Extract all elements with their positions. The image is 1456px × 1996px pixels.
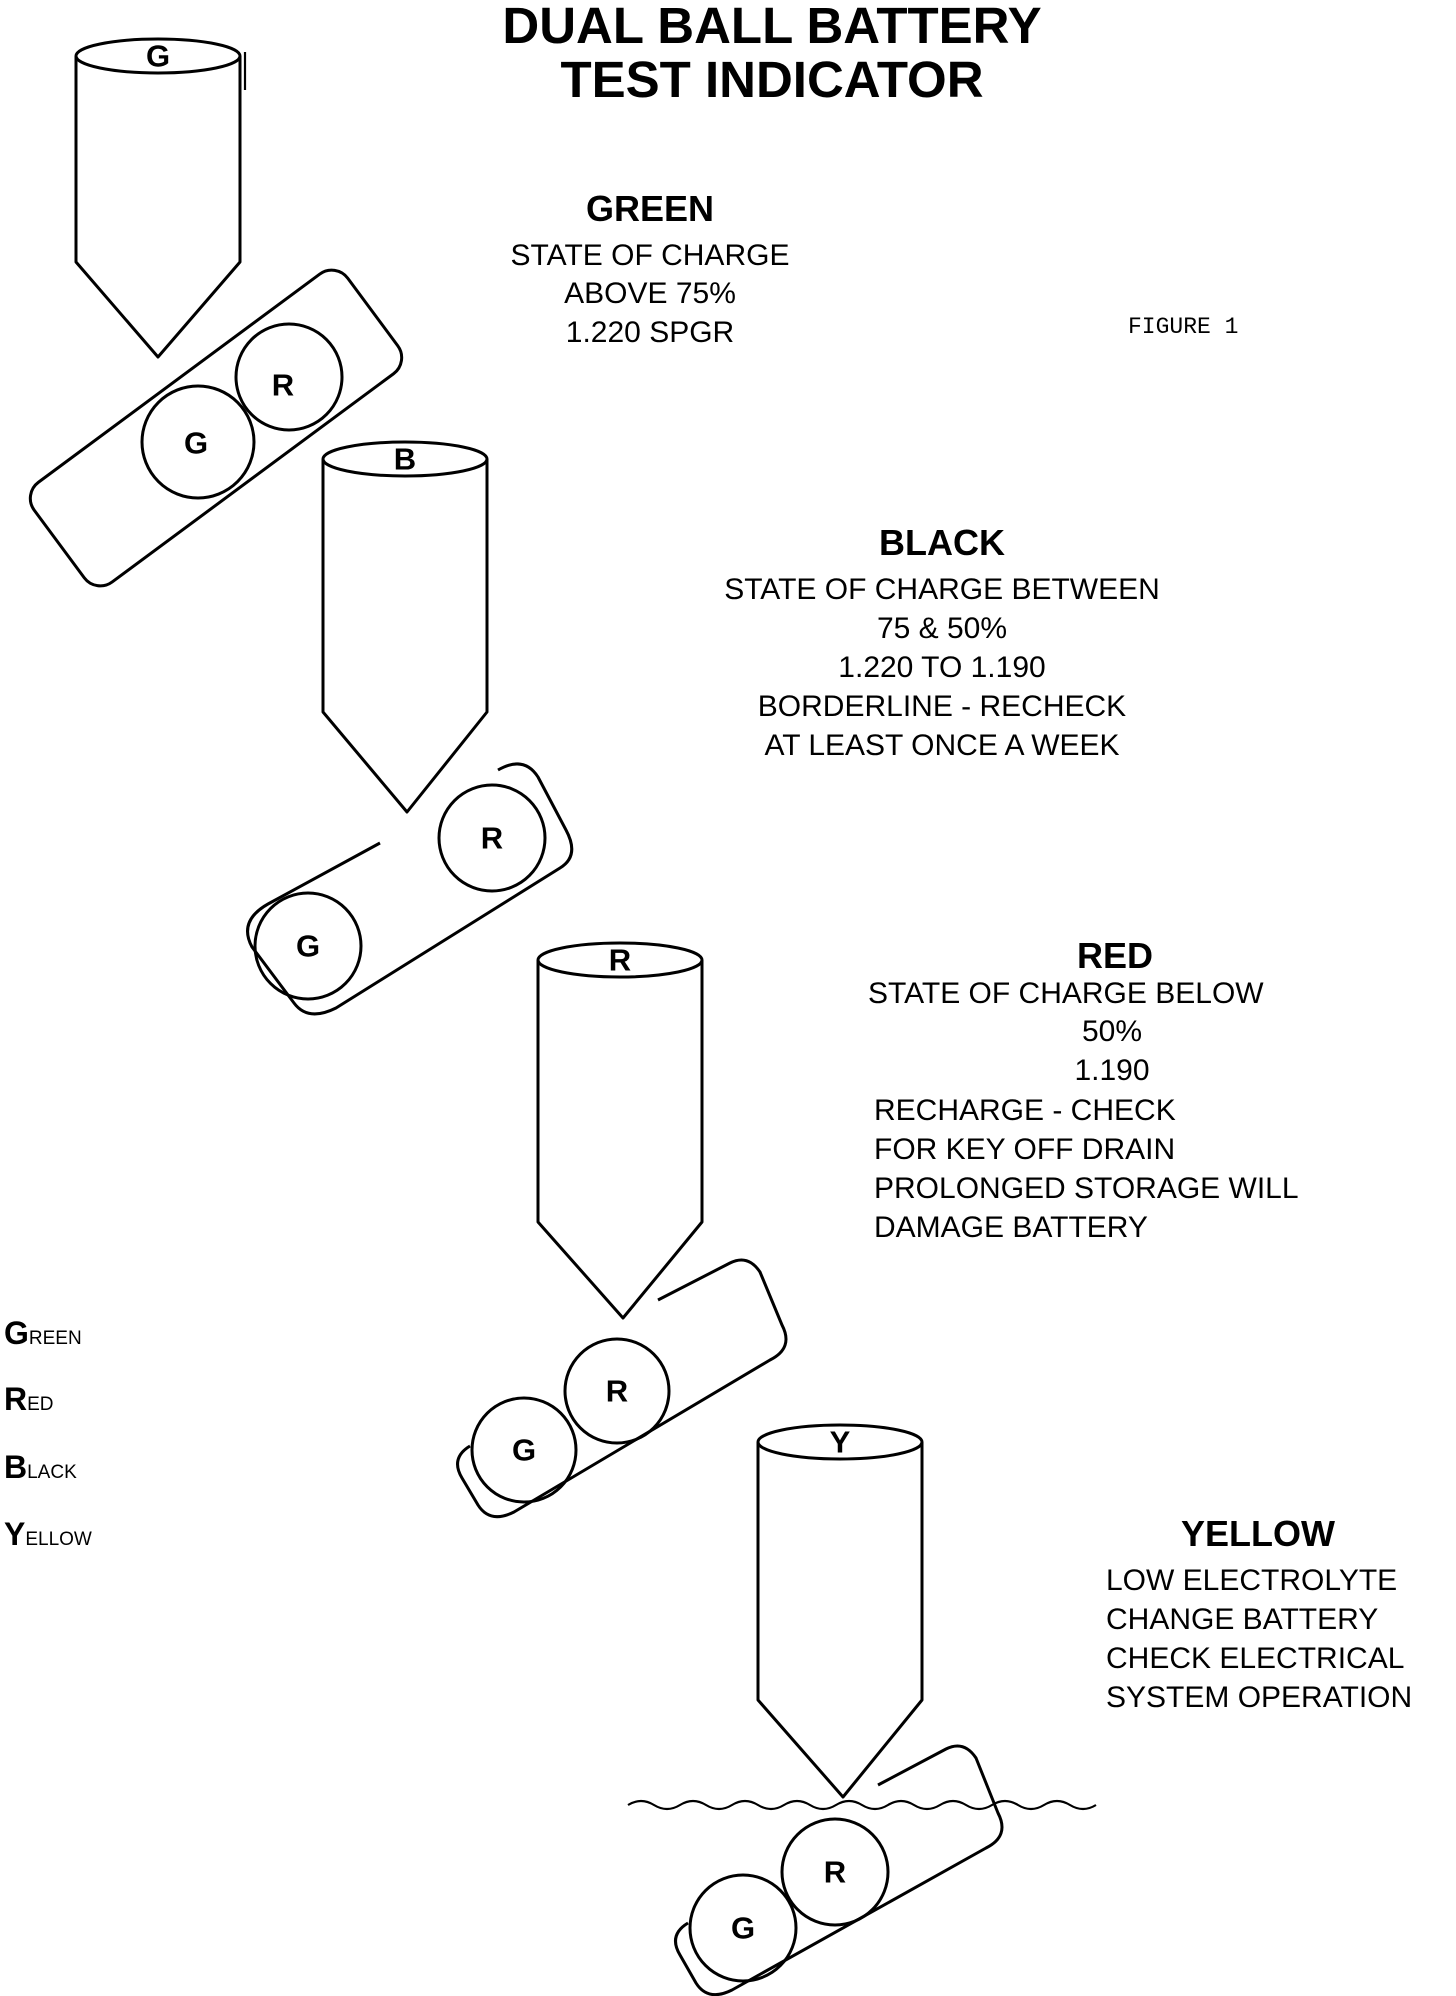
ball-red: R [780, 1817, 890, 1927]
legend-item-black: BLACK [4, 1449, 77, 1485]
svg-text:RECHARGE - CHECK: RECHARGE - CHECK [874, 1094, 1176, 1127]
state-text-black: BLACK STATE OF CHARGE BETWEEN 75 & 50% 1… [724, 522, 1160, 762]
ball-cage [674, 1744, 1004, 1996]
svg-text:1.220 TO 1.190: 1.220 TO 1.190 [838, 651, 1045, 684]
ball-cage [246, 762, 574, 1016]
hydrometer-probe: G [74, 37, 247, 359]
svg-text:R: R [481, 821, 503, 856]
state-heading-red: RED [1077, 935, 1153, 976]
svg-text:75 & 50%: 75 & 50% [877, 612, 1007, 645]
indicator-green: G R G [28, 37, 404, 588]
probe-cap-letter: R [609, 943, 631, 978]
color-legend: GREEN RED BLACK YELLOW [4, 1315, 92, 1552]
probe-cap-letter: G [146, 39, 170, 74]
ball-red: R [234, 322, 344, 432]
svg-text:AT LEAST ONCE A WEEK: AT LEAST ONCE A WEEK [764, 729, 1119, 762]
indicator-yellow: Y R G [627, 1423, 1097, 1996]
svg-text:1.190: 1.190 [1074, 1054, 1149, 1087]
svg-text:CHECK ELECTRICAL: CHECK ELECTRICAL [1106, 1642, 1404, 1675]
diagram-title: DUAL BALL BATTERY TEST INDICATOR [502, 0, 1041, 108]
svg-text:BORDERLINE - RECHECK: BORDERLINE - RECHECK [758, 690, 1126, 723]
svg-text:FOR KEY OFF DRAIN: FOR KEY OFF DRAIN [874, 1133, 1175, 1166]
title-line-1: DUAL BALL BATTERY [502, 0, 1041, 54]
ball-red: R [437, 783, 547, 893]
state-text-yellow: YELLOW LOW ELECTROLYTE CHANGE BATTERY CH… [1106, 1513, 1412, 1714]
state-text-red: RED STATE OF CHARGE BELOW 50% 1.190 RECH… [868, 935, 1299, 1244]
svg-text:R: R [272, 368, 294, 403]
ball-cage [456, 1258, 788, 1519]
svg-text:DAMAGE BATTERY: DAMAGE BATTERY [874, 1211, 1148, 1244]
ball-red: R [563, 1337, 671, 1445]
ball-green: G [470, 1396, 578, 1504]
indicator-red: R R G [456, 941, 788, 1519]
legend-item-red: RED [4, 1381, 54, 1417]
hydrometer-probe: B [321, 440, 489, 814]
legend-item-yellow: YELLOW [4, 1516, 92, 1552]
svg-text:STATE OF CHARGE BELOW: STATE OF CHARGE BELOW [868, 977, 1264, 1010]
probe-cap-letter: Y [830, 1425, 851, 1460]
svg-text:LOW ELECTROLYTE: LOW ELECTROLYTE [1106, 1564, 1397, 1597]
hydrometer-probe: R [536, 941, 704, 1320]
ball-green: G [140, 384, 256, 500]
title-line-2: TEST INDICATOR [560, 51, 983, 108]
svg-text:R: R [606, 1374, 628, 1409]
ball-green: G [688, 1873, 798, 1983]
state-text-green: GREEN STATE OF CHARGE ABOVE 75% 1.220 SP… [511, 188, 790, 349]
svg-text:STATE OF CHARGE BETWEEN: STATE OF CHARGE BETWEEN [724, 573, 1160, 606]
svg-text:G: G [512, 1433, 536, 1468]
svg-text:G: G [184, 426, 208, 461]
hydrometer-probe: Y [756, 1423, 924, 1799]
svg-text:SYSTEM OPERATION: SYSTEM OPERATION [1106, 1681, 1412, 1714]
figure-label: FIGURE 1 [1128, 314, 1238, 340]
svg-text:50%: 50% [1082, 1015, 1142, 1048]
svg-text:G: G [731, 1911, 755, 1946]
state-heading-green: GREEN [586, 188, 714, 229]
ball-cage [28, 268, 404, 588]
probe-cap-letter: B [394, 442, 416, 477]
legend-item-green: GREEN [4, 1315, 82, 1351]
ball-green: G [253, 891, 363, 1001]
svg-text:PROLONGED STORAGE WILL: PROLONGED STORAGE WILL [874, 1172, 1299, 1205]
state-heading-yellow: YELLOW [1181, 1513, 1335, 1554]
svg-text:R: R [824, 1855, 846, 1890]
electrolyte-surface [627, 1799, 1097, 1811]
indicator-black: B R G [246, 440, 574, 1016]
svg-text:1.220 SPGR: 1.220 SPGR [566, 316, 734, 349]
svg-text:STATE OF CHARGE: STATE OF CHARGE [511, 239, 790, 272]
svg-text:ABOVE 75%: ABOVE 75% [564, 277, 736, 310]
state-heading-black: BLACK [879, 522, 1005, 563]
svg-text:G: G [296, 929, 320, 964]
svg-text:CHANGE BATTERY: CHANGE BATTERY [1106, 1603, 1378, 1636]
